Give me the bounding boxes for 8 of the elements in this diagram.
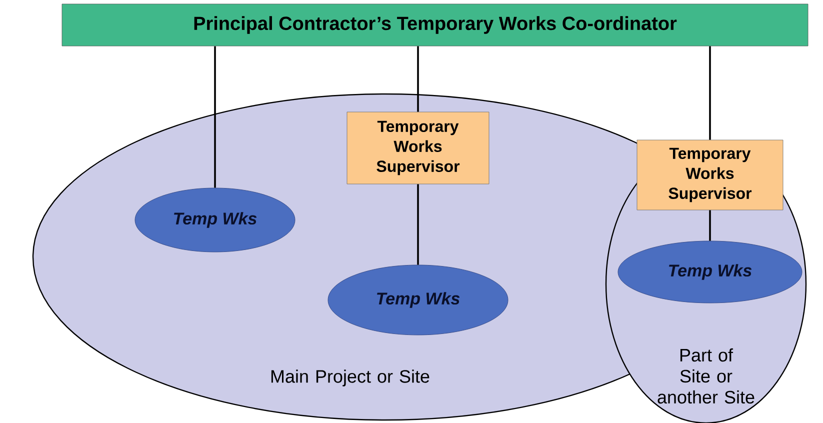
connector-line bbox=[417, 184, 419, 265]
connector-line bbox=[417, 46, 419, 112]
connector-line bbox=[709, 210, 711, 241]
title-bar: Principal Contractor’s Temporary Works Co-ordinator bbox=[62, 4, 808, 46]
supervisor-box: Temporary Works Supervisor bbox=[636, 140, 784, 210]
supervisor-box: Temporary Works Supervisor bbox=[346, 112, 490, 184]
connector-line bbox=[214, 46, 216, 188]
connector-line bbox=[709, 46, 711, 140]
